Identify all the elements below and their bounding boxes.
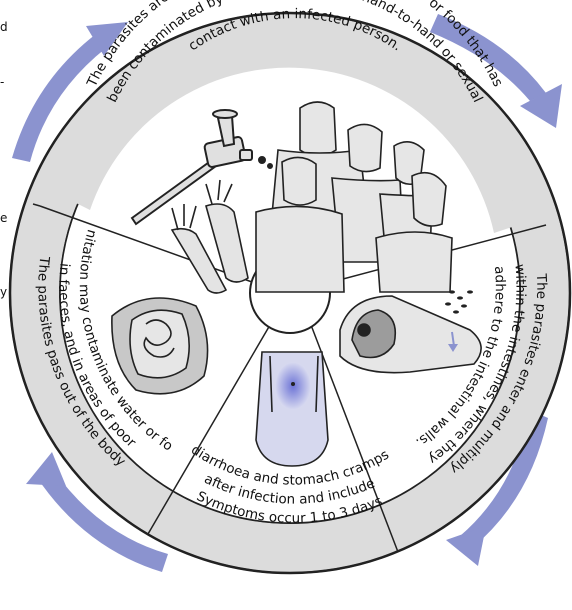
torso-illustration bbox=[256, 352, 328, 466]
